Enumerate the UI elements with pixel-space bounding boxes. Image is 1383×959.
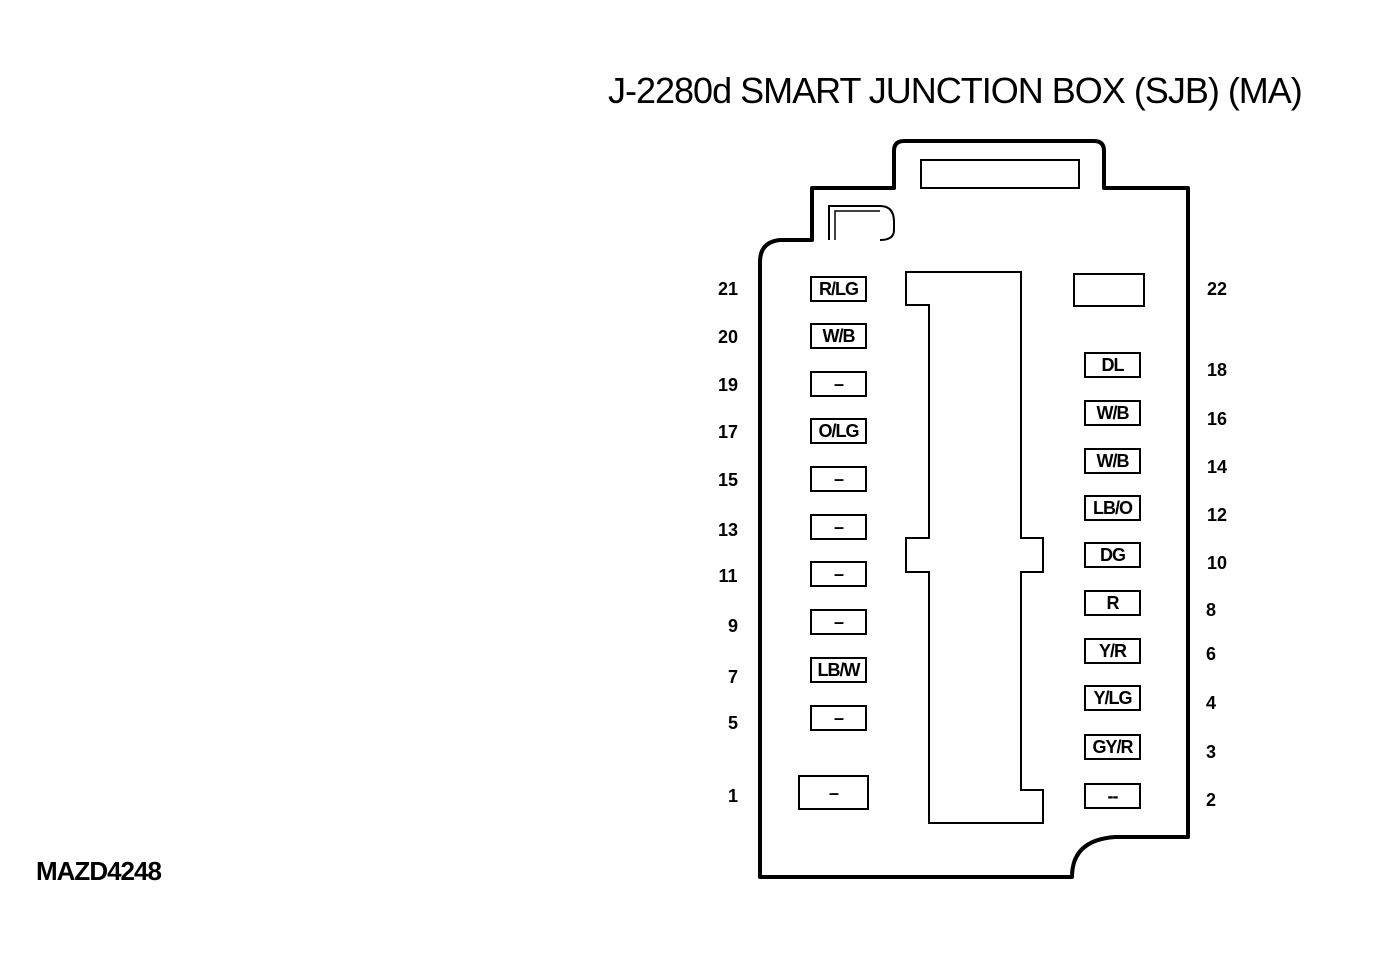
pin-number: 10 <box>1206 553 1228 573</box>
diagram-title: J-2280d SMART JUNCTION BOX (SJB) (MA) <box>608 70 1303 111</box>
pin-cavity: – <box>798 775 869 810</box>
pin-cavity: R/LG <box>810 276 867 302</box>
pin-number: 11 <box>718 566 738 586</box>
pin-cavity: – <box>810 609 867 635</box>
pin-number: 14 <box>1206 457 1228 477</box>
pin-cavity: LB/O <box>1084 495 1141 521</box>
pin-cavity: Y/LG <box>1084 685 1141 711</box>
pin-number: 13 <box>717 520 739 540</box>
pin-cavity: O/LG <box>810 418 867 444</box>
pin-cavity: W/B <box>1084 400 1141 426</box>
pin-number: 19 <box>717 375 739 395</box>
pin-cavity: – <box>810 371 867 397</box>
pin-cavity: – <box>810 705 867 731</box>
connector-body <box>758 139 1190 879</box>
latch-window <box>920 159 1080 189</box>
pin-number: 16 <box>1206 409 1228 429</box>
pin-number: 7 <box>727 667 738 687</box>
pin-cavity: DG <box>1084 542 1141 568</box>
pin-number: 17 <box>717 422 739 442</box>
pin-cavity: GY/R <box>1084 734 1141 760</box>
pin-cavity: – <box>810 466 867 492</box>
center-key <box>905 271 1044 824</box>
pin-number: 1 <box>727 786 738 806</box>
pin-number: 15 <box>717 470 739 490</box>
pin-cavity: – <box>810 514 867 540</box>
corner-step <box>828 205 895 241</box>
pin-number: 8 <box>1205 600 1216 620</box>
pin-cavity <box>1073 273 1145 307</box>
pin-cavity: -- <box>1084 783 1141 809</box>
pin-cavity: W/B <box>1084 448 1141 474</box>
pin-number: 6 <box>1205 644 1216 664</box>
pin-number: 2 <box>1205 790 1216 810</box>
corner-step-inner <box>834 210 880 240</box>
pin-number: 9 <box>727 616 738 636</box>
pin-number: 3 <box>1205 742 1216 762</box>
pin-cavity: R <box>1084 590 1141 616</box>
pin-cavity: – <box>810 561 867 587</box>
pin-number: 18 <box>1206 360 1228 380</box>
figure-id: MAZD4248 <box>36 856 162 886</box>
pin-cavity: W/B <box>810 323 867 349</box>
pin-number: 5 <box>727 713 738 733</box>
pin-number: 21 <box>717 279 739 299</box>
pin-cavity: DL <box>1084 352 1141 378</box>
pin-cavity: LB/W <box>810 657 867 683</box>
pin-number: 12 <box>1206 505 1228 525</box>
pin-number: 22 <box>1206 279 1228 299</box>
pin-number: 20 <box>717 327 739 347</box>
pin-number: 4 <box>1205 693 1216 713</box>
pin-cavity: Y/R <box>1084 638 1141 664</box>
